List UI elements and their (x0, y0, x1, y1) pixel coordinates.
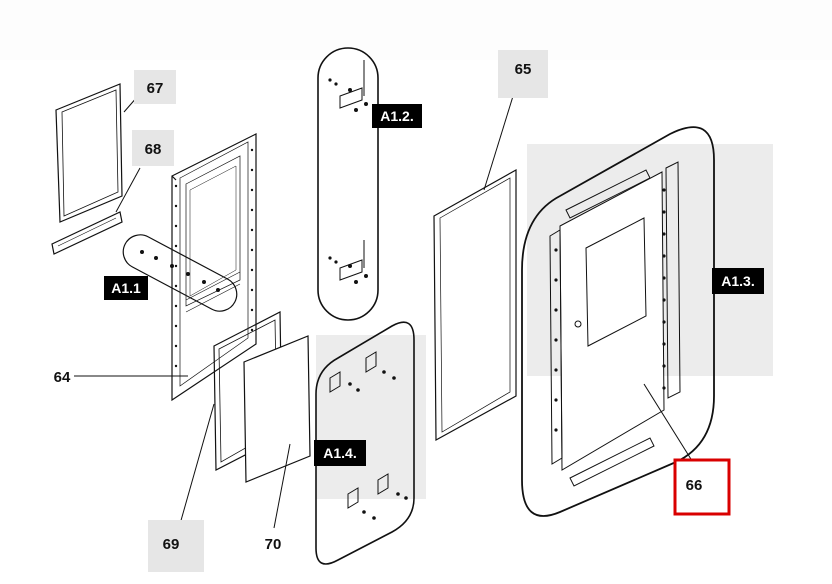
label-65: 65 (498, 50, 548, 98)
part-70-pane (243, 335, 311, 483)
svg-text:64: 64 (54, 369, 71, 386)
label-64: 64 (54, 369, 71, 386)
group-label-a11: A1.1 (104, 276, 148, 300)
svg-text:69: 69 (163, 536, 180, 553)
label-67: 67 (134, 70, 176, 104)
leader-lines (74, 79, 695, 529)
svg-text:A1.3.: A1.3. (721, 273, 754, 289)
label-68: 68 (132, 130, 174, 166)
svg-text:70: 70 (265, 536, 282, 553)
part-66-door (521, 126, 715, 517)
part-67-frame (55, 83, 123, 223)
group-label-a12: A1.2. (372, 104, 422, 128)
svg-text:67: 67 (147, 80, 164, 97)
svg-text:A1.1: A1.1 (111, 280, 141, 296)
label-66-highlighted: 66 (673, 458, 731, 516)
callout-a14-panel (315, 321, 415, 565)
part-64-door-frame (171, 133, 257, 402)
part-68-strip (51, 211, 123, 255)
part-64-holes (174, 148, 254, 368)
part-65-gasket (433, 168, 517, 442)
zoom-region-a14-bg (316, 335, 426, 499)
group-label-a13: A1.3. (712, 268, 764, 294)
label-70: 70 (265, 536, 282, 553)
svg-text:68: 68 (145, 141, 162, 158)
group-label-a14: A1.4. (314, 440, 366, 466)
background-shading (0, 0, 832, 60)
svg-text:A1.4.: A1.4. (323, 445, 356, 461)
callout-a12-pill (317, 47, 379, 321)
callout-a11-pill (122, 234, 238, 312)
label-69: 69 (148, 520, 204, 572)
svg-text:66: 66 (686, 477, 703, 494)
svg-text:A1.2.: A1.2. (380, 108, 413, 124)
svg-text:65: 65 (515, 61, 532, 78)
